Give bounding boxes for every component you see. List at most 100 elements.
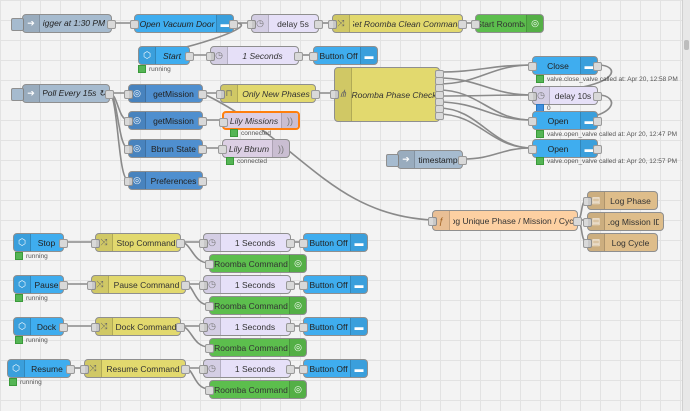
- pause-button-node[interactable]: ⬡ Pause: [13, 275, 68, 294]
- lily-bbrum-node[interactable]: Lily Bbrum )): [218, 139, 290, 158]
- output-port[interactable]: [59, 323, 68, 332]
- output-port[interactable]: [181, 281, 190, 290]
- input-port[interactable]: [130, 20, 139, 29]
- output-port[interactable]: [593, 92, 602, 101]
- input-port[interactable]: [87, 281, 96, 290]
- input-port[interactable]: [205, 386, 214, 395]
- output-port-7[interactable]: [435, 112, 444, 120]
- scrollbar-thumb[interactable]: [684, 40, 689, 50]
- set-roomba-clean-node[interactable]: ⤨ Set Roomba Clean Command: [328, 14, 467, 33]
- input-port[interactable]: [299, 323, 308, 332]
- output-port[interactable]: [181, 365, 190, 374]
- output-port[interactable]: [458, 156, 467, 165]
- output-port[interactable]: [66, 365, 75, 374]
- button-off-top-node[interactable]: Button Off ▬: [309, 46, 378, 65]
- output-port[interactable]: [294, 52, 303, 61]
- output-port[interactable]: [105, 90, 114, 99]
- output-port[interactable]: [198, 90, 207, 99]
- pause-button-off-node[interactable]: Button Off ▬: [299, 275, 368, 294]
- input-port[interactable]: [328, 20, 337, 29]
- bbrun-state-node[interactable]: ◎ Bbrun State: [124, 139, 207, 158]
- input-port[interactable]: [299, 281, 308, 290]
- input-port[interactable]: [528, 145, 537, 154]
- input-port[interactable]: [428, 217, 437, 226]
- getmission-node-1[interactable]: ◎ getMission: [124, 84, 207, 103]
- pause-roomba-command-node[interactable]: Roomba Command ◎: [205, 296, 307, 315]
- stop-delay-node[interactable]: ◷ 1 Seconds: [199, 233, 295, 252]
- input-port[interactable]: [91, 323, 100, 332]
- close-valve-node[interactable]: Close ▬: [528, 56, 602, 75]
- lily-missions-node[interactable]: Lily Missions )): [219, 111, 300, 130]
- input-port[interactable]: [80, 365, 89, 374]
- input-port[interactable]: [309, 52, 318, 61]
- output-port[interactable]: [59, 281, 68, 290]
- output-port[interactable]: [286, 281, 295, 290]
- stop-command-node[interactable]: ⤨ Stop Command: [91, 233, 185, 252]
- output-port[interactable]: [229, 20, 238, 29]
- input-port[interactable]: [299, 365, 308, 374]
- getmission-node-2[interactable]: ◎ getMission: [124, 111, 207, 130]
- resume-delay-node[interactable]: ◷ 1 Seconds: [199, 359, 295, 378]
- log-mission-id-node[interactable]: ▤ Log Mission ID: [583, 212, 664, 231]
- poll-inject-node[interactable]: ➔ Poll Every 15s ↻: [11, 84, 114, 103]
- output-port[interactable]: [198, 177, 207, 186]
- one-seconds-top-node[interactable]: ◷ 1 Seconds: [206, 46, 303, 65]
- delay-5s-node[interactable]: ◷ delay 5s: [247, 14, 323, 33]
- output-port[interactable]: [176, 239, 185, 248]
- inject-button[interactable]: [11, 18, 24, 31]
- output-port[interactable]: [314, 20, 323, 29]
- input-port[interactable]: [205, 302, 214, 311]
- input-port[interactable]: [219, 118, 228, 127]
- output-port[interactable]: [458, 20, 467, 29]
- output-port[interactable]: [198, 145, 207, 154]
- input-port[interactable]: [91, 239, 100, 248]
- input-port[interactable]: [247, 20, 256, 29]
- output-port[interactable]: [593, 117, 602, 126]
- output-port[interactable]: [311, 90, 320, 99]
- dock-command-node[interactable]: ⤨ Dock Command: [91, 317, 185, 336]
- resume-command-node[interactable]: ⤨ Resume Command: [80, 359, 190, 378]
- pause-delay-node[interactable]: ◷ 1 Seconds: [199, 275, 295, 294]
- output-port[interactable]: [59, 239, 68, 248]
- input-port[interactable]: [583, 239, 592, 248]
- output-port[interactable]: [593, 145, 602, 154]
- start-roomba-node[interactable]: Start Roomba ◎: [471, 14, 544, 33]
- open-valve-node-1[interactable]: Open ▬: [528, 111, 602, 130]
- start-button-node[interactable]: ⬡ Start: [138, 46, 194, 65]
- preferences-node[interactable]: ◎ Preferences: [124, 171, 207, 190]
- dock-delay-node[interactable]: ◷ 1 Seconds: [199, 317, 295, 336]
- output-port[interactable]: [286, 239, 295, 248]
- roomba-phase-check-node[interactable]: ⋔ Roomba Phase Check: [330, 67, 444, 122]
- trigger-inject-node[interactable]: ➔ Trigger at 1:30 PM ↻: [11, 14, 116, 33]
- output-port[interactable]: [286, 323, 295, 332]
- input-port[interactable]: [528, 62, 537, 71]
- inject-button[interactable]: [11, 88, 24, 101]
- output-port[interactable]: [176, 323, 185, 332]
- input-port[interactable]: [218, 145, 227, 154]
- log-cycle-node[interactable]: ▤ Log Cycle: [583, 233, 658, 252]
- resume-roomba-command-node[interactable]: Roomba Command ◎: [205, 380, 307, 399]
- timestamp-inject-node[interactable]: ➔ timestamp: [386, 150, 467, 169]
- stop-roomba-command-node[interactable]: Roomba Command ◎: [205, 254, 307, 273]
- output-port[interactable]: [185, 52, 194, 61]
- log-unique-function-node[interactable]: ƒ Log Unique Phase / Mission / Cycle: [428, 210, 582, 231]
- dock-button-off-node[interactable]: Button Off ▬: [299, 317, 368, 336]
- input-port[interactable]: [528, 117, 537, 126]
- delay-10s-node[interactable]: ◷ delay 10s: [528, 86, 602, 105]
- resume-button-node[interactable]: ⬡ Resume: [7, 359, 75, 378]
- output-port[interactable]: [107, 20, 116, 29]
- output-port[interactable]: [573, 217, 582, 226]
- stop-button-node[interactable]: ⬡ Stop: [13, 233, 68, 252]
- pause-command-node[interactable]: ⤨ Pause Command: [87, 275, 190, 294]
- input-port[interactable]: [299, 239, 308, 248]
- output-port[interactable]: [286, 365, 295, 374]
- output-port[interactable]: [593, 62, 602, 71]
- resume-button-off-node[interactable]: Button Off ▬: [299, 359, 368, 378]
- output-port[interactable]: [198, 117, 207, 126]
- log-phase-node[interactable]: ▤ Log Phase: [583, 191, 658, 210]
- open-valve-node-2[interactable]: Open ▬: [528, 139, 602, 158]
- open-vacuum-door-node[interactable]: Open Vacuum Door ▬: [130, 14, 238, 33]
- input-port[interactable]: [471, 20, 480, 29]
- input-port[interactable]: [205, 344, 214, 353]
- vertical-scrollbar[interactable]: [682, 0, 690, 411]
